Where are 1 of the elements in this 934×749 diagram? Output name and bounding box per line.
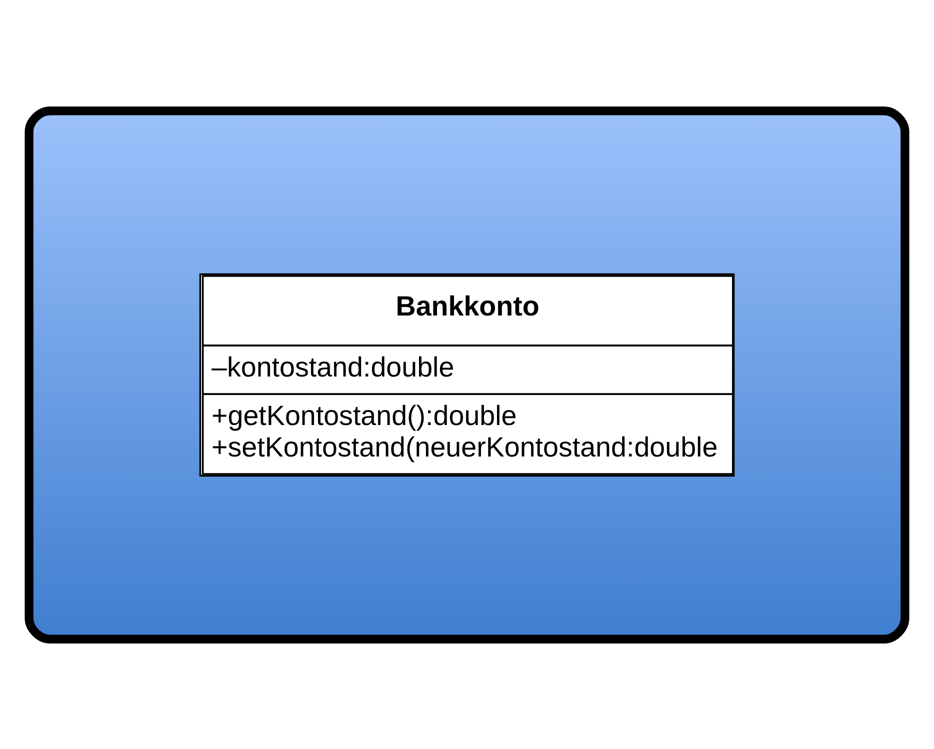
cluster	[24, 106, 910, 643]
